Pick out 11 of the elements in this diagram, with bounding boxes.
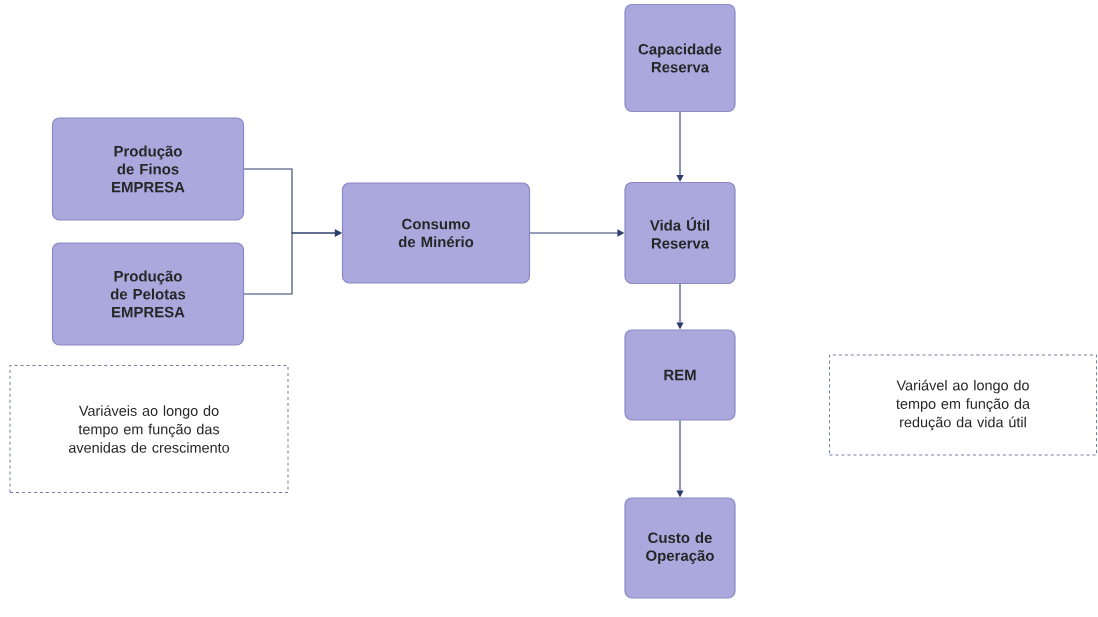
process-box: Capacidade Reserva — [624, 3, 736, 113]
process-box: REM — [624, 329, 736, 421]
process-box: Vida Útil Reserva — [624, 181, 736, 285]
process-box: Produção de Finos EMPRESA — [51, 117, 245, 221]
process-box: Consumo de Minério — [341, 182, 531, 284]
note-box: Variável ao longo do tempo em função da redução da vida útil — [829, 354, 1097, 456]
arrow — [676, 111, 684, 182]
process-box: Custo de Operação — [624, 497, 736, 599]
process-box: Produção de Pelotas EMPRESA — [51, 242, 245, 346]
note-box: Variáveis ao longo do tempo em função das avenidas de crescimento — [9, 365, 289, 493]
arrow — [243, 229, 342, 295]
